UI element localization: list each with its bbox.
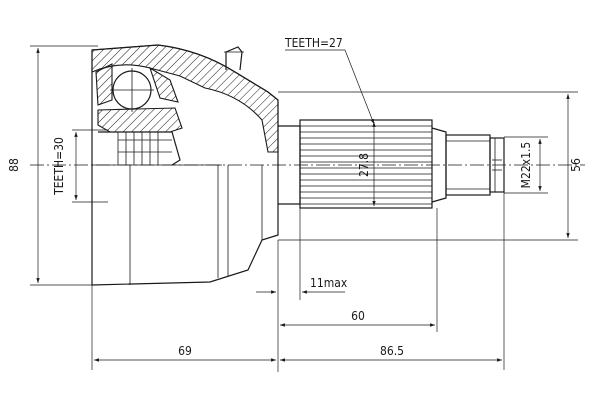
dim-88-label: 88	[7, 158, 21, 172]
dim-11max: 11max	[256, 205, 348, 372]
inner-race	[95, 63, 183, 166]
dim-27-8: 27.8	[357, 122, 376, 206]
thread-tip	[489, 137, 505, 193]
dim-69-label: 69	[178, 344, 192, 358]
cage-section-2	[149, 66, 179, 103]
dim-86-5-label: 86.5	[380, 344, 404, 358]
cage-section	[95, 63, 113, 106]
dim-teeth-inner: TEETH=30	[52, 129, 108, 203]
dim-27-8-label: 27.8	[357, 153, 371, 177]
dim-56-label: 56	[569, 158, 583, 172]
housing-outline	[91, 44, 279, 286]
housing-lug	[225, 46, 243, 71]
teeth-inner-label: TEETH=30	[52, 137, 66, 196]
dim-56: 56	[278, 91, 583, 241]
thread-label: M22x1.5	[519, 142, 533, 189]
stub-shaft	[278, 119, 505, 209]
inner-race-outline	[98, 131, 181, 166]
dim-thread: M22x1.5	[504, 136, 548, 194]
spline-teeth	[300, 125, 432, 205]
teeth-outer-label: TEETH=27	[284, 36, 343, 50]
dim-60: 60	[280, 208, 438, 332]
dim-69-86: 69 86.5	[91, 192, 505, 370]
callout-teeth-outer: TEETH=27	[284, 36, 375, 125]
callout-leader	[344, 49, 375, 125]
dim-60-label: 60	[351, 309, 365, 323]
inner-race-section	[97, 107, 183, 133]
inner-spline	[117, 132, 172, 165]
housing	[91, 44, 279, 286]
dim-88: 88	[7, 45, 98, 286]
spline-body	[299, 119, 433, 209]
dim-11max-label: 11max	[310, 276, 348, 290]
